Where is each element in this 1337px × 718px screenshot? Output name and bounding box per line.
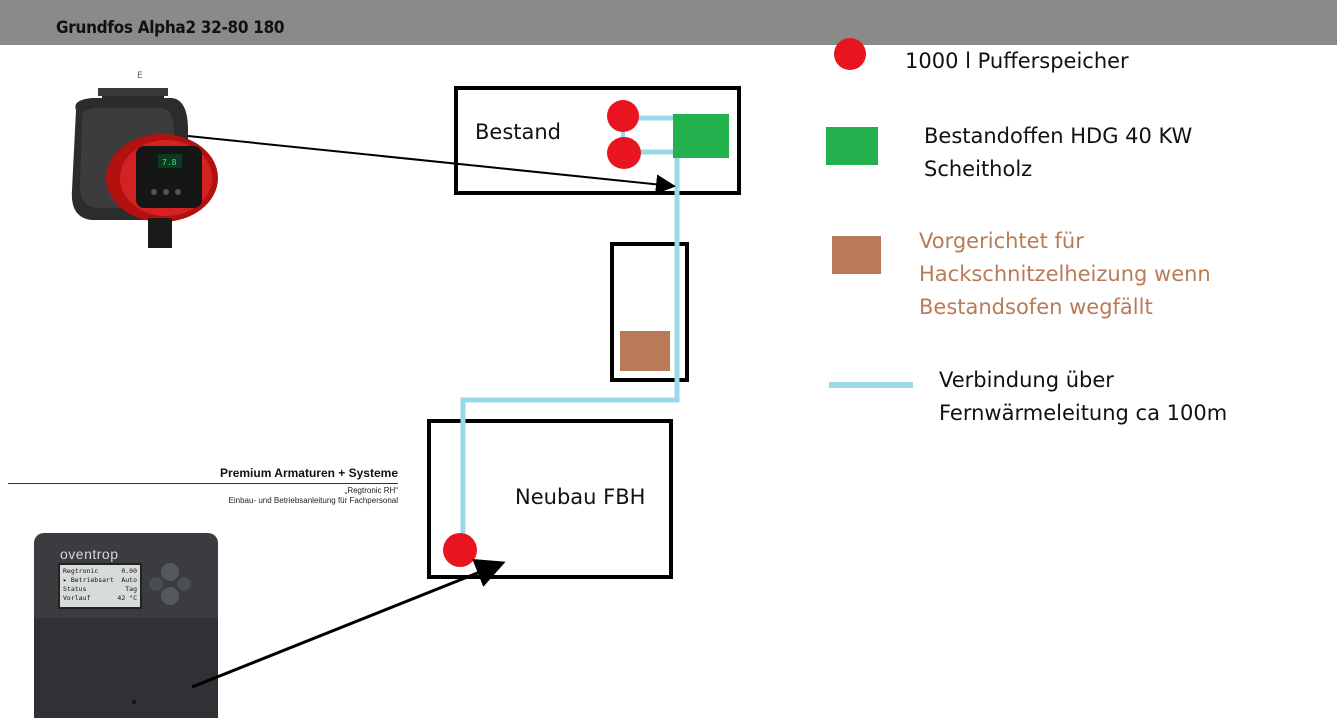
legend-pipe-line2: Fernwärmeleitung ca 100m [939, 401, 1228, 425]
legend-stove-line1: Bestandoffen HDG 40 KW [924, 124, 1193, 148]
legend-buffer-swatch [834, 38, 866, 70]
legend-buffer-label: 1000 l Pufferspeicher [905, 49, 1129, 73]
svg-text:7.8: 7.8 [162, 158, 177, 167]
legend-stove-line2: Scheitholz [924, 157, 1033, 181]
doc-subtitle-line2: Einbau- und Betriebsanleitung für Fachpe… [228, 496, 398, 505]
circulation-pump-icon: 7.8 [71, 88, 218, 248]
controller-doc-subtitle: „Regtronic RH“ Einbau- und Betriebsanlei… [120, 486, 398, 506]
controller-doc-heading: Premium Armaturen + Systeme [220, 466, 398, 480]
controller-lower-panel [34, 618, 218, 718]
bestand-label: Bestand [475, 120, 562, 144]
buffer-marker [443, 533, 477, 567]
header-bar [0, 0, 1337, 45]
legend-chip-swatch [832, 236, 881, 274]
header-title: Grundfos Alpha2 32-80 180 [56, 18, 285, 38]
stove-marker [673, 114, 729, 158]
legend-chip-line1: Vorgerichtet für [919, 229, 1084, 253]
legend-chip-line3: Bestandsofen wegfällt [919, 295, 1153, 319]
legend-chip-label: Vorgerichtet für Hackschnitzelheizung we… [919, 225, 1211, 324]
chip-heater-marker [620, 331, 670, 371]
pump-label: E [137, 71, 143, 81]
legend-chip-line2: Hackschnitzelheizung wenn [919, 262, 1211, 286]
legend-pipe-line1: Verbindung über [939, 368, 1114, 392]
legend-pipe-swatch [829, 382, 913, 388]
buffer-marker [607, 100, 639, 132]
neubau-label: Neubau FBH [515, 485, 646, 509]
controller-brand: oventrop [60, 546, 119, 562]
controller-arrow [191, 558, 506, 689]
legend-stove-swatch [826, 127, 878, 165]
legend-stove-label: Bestandoffen HDG 40 KW Scheitholz [924, 120, 1192, 186]
buffer-marker [607, 137, 641, 169]
doc-divider [8, 483, 398, 484]
doc-subtitle-line1: „Regtronic RH“ [344, 486, 398, 495]
legend-pipe-label: Verbindung über Fernwärmeleitung ca 100m [939, 364, 1227, 430]
